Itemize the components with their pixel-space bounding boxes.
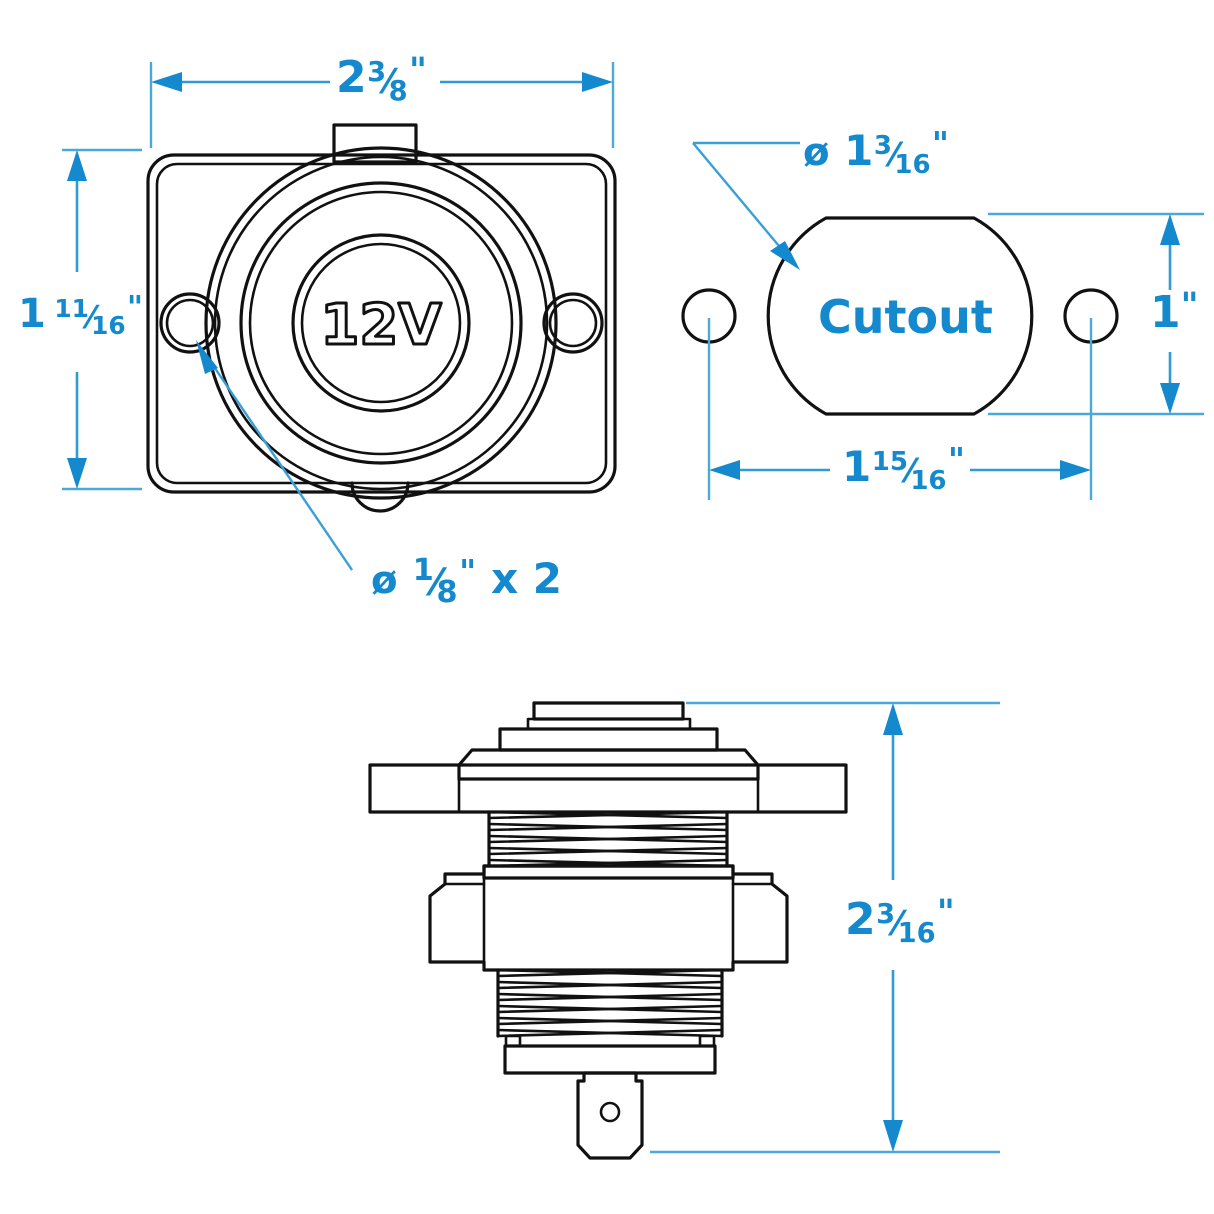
cutout-shape [766, 216, 1034, 416]
mounting-hole-left [159, 292, 221, 354]
side-view-geometry [368, 701, 848, 1160]
cutout-hole-spacing-label: 115⁄16" [842, 441, 966, 496]
upper-thread [487, 810, 729, 868]
cutout-height-label: 1" [1150, 285, 1199, 338]
cutout-label: Cutout [818, 290, 993, 344]
front-height-dimension [62, 148, 142, 491]
mounting-hole-right [542, 292, 604, 354]
cutout-height-dimension [988, 212, 1204, 416]
mounting-hole-leader [196, 340, 353, 571]
front-width-label: 23⁄8" [336, 50, 428, 108]
side-depth-dimension [650, 701, 1000, 1154]
cutout-hole-spacing-dimension [707, 318, 1093, 500]
mounting-hole-diameter-label: ø 1⁄8" x 2 [371, 553, 563, 611]
cutout-diameter-leader [692, 141, 800, 270]
front-view-geometry: 12V [146, 123, 617, 513]
cutout-diameter-label: ø 13⁄16" [803, 125, 950, 180]
terminal-hole [599, 1101, 621, 1123]
lower-thread [496, 968, 724, 1038]
front-height-label: 1 11⁄16" [18, 289, 144, 341]
side-depth-label: 23⁄16" [845, 892, 956, 950]
front-width-dimension [149, 62, 615, 148]
svg-text:12V: 12V [320, 293, 442, 358]
